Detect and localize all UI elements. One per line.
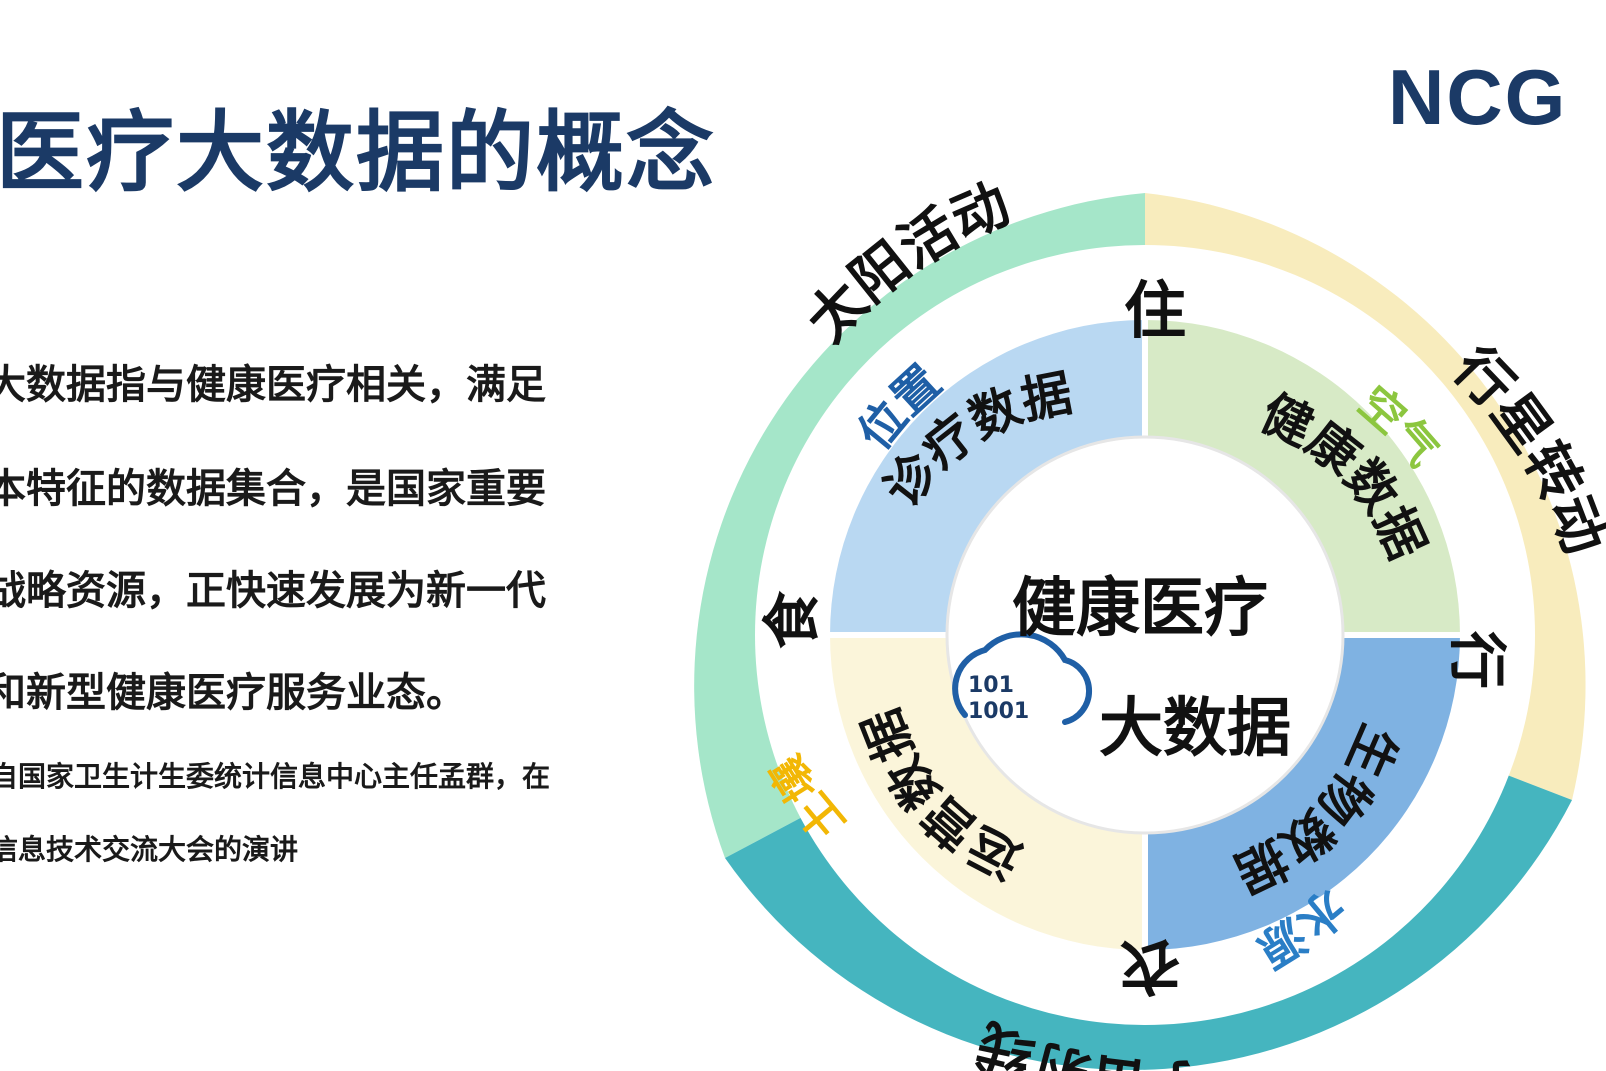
paragraph-line-1: 大数据指与健康医疗相关，满足	[0, 362, 546, 408]
ring-word-food: 食	[758, 590, 826, 649]
svg-text:1001: 1001	[968, 699, 1029, 724]
center-label-line2: 大数据	[1099, 692, 1291, 766]
ncg-logo: NCG	[1388, 53, 1568, 141]
paragraph-line-3: 战略资源，正快速发展为新一代	[0, 568, 546, 614]
svg-text:101: 101	[968, 673, 1014, 698]
page-title: 医疗大数据的概念	[0, 101, 717, 204]
cloud-data-icon: 101 1001	[952, 631, 1093, 725]
ring-word-live: 住	[1124, 274, 1186, 347]
center-label-line1: 健康医疗	[1012, 572, 1268, 646]
ring-word-travel: 行	[1443, 631, 1511, 689]
source-note-line-2: 信息技术交流大会的演讲	[0, 833, 299, 866]
center-circle	[945, 435, 1345, 835]
paragraph-line-4: 和新型健康医疗服务业态。	[0, 670, 466, 716]
paragraph-line-2: 本特征的数据集合，是国家重要	[0, 466, 546, 512]
ring-word-clothing: 衣	[1120, 930, 1180, 1000]
source-note-line-1: 自国家卫生计生委统计信息中心主任孟群，在	[0, 760, 551, 793]
